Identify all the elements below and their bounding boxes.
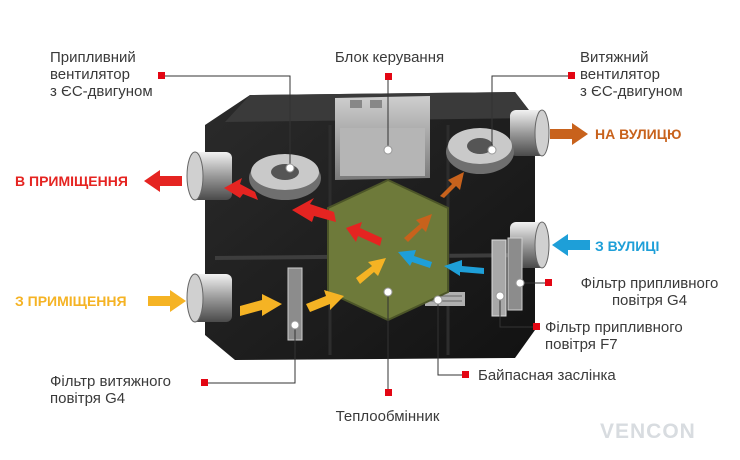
direction-to-street: НА ВУЛИЦЮ [595, 126, 682, 142]
spigot-exhaust-out [510, 109, 550, 157]
exhaust-fan [446, 128, 514, 174]
label-supply-filter-g4: Фільтр припливного повітря G4 [580, 275, 719, 309]
label-control-unit: Блок керування [334, 49, 445, 66]
vencon-logo: VENCON [600, 420, 696, 443]
arrow-street-internal-2 [440, 172, 464, 198]
direction-from-room: З ПРИМІЩЕННЯ [15, 293, 127, 309]
arrow-to-street [550, 123, 588, 145]
markers [158, 72, 575, 396]
direction-to-room: В ПРИМІЩЕННЯ [15, 173, 128, 189]
label-heat-exchanger: Теплообмінник [335, 408, 440, 425]
arrow-to-room [144, 170, 182, 192]
arrow-supply-internal-3 [224, 178, 258, 200]
component-dots [285, 145, 525, 330]
spigot-supply-out [186, 151, 232, 201]
supply-filter-g4 [507, 237, 523, 311]
arrow-street-internal-1 [404, 214, 432, 242]
label-supply-fan: Припливний вентилятор з ЄС-двигуном [50, 49, 153, 100]
supply-filter-f7 [491, 239, 507, 317]
supply-fan [249, 154, 321, 200]
arrow-outdoor-internal-2 [398, 250, 432, 268]
arrow-room-internal-2 [306, 290, 344, 312]
label-exhaust-filter-g4: Фільтр витяжного повітря G4 [50, 373, 171, 407]
arrow-from-street [552, 234, 590, 256]
arrow-supply-internal-2 [346, 222, 382, 246]
label-bypass-damper: Байпасная заслінка [478, 367, 616, 384]
spigot-extract-in [186, 273, 232, 323]
label-exhaust-fan: Витяжний вентилятор з ЄС-двигуном [580, 49, 683, 100]
arrow-supply-internal-1 [292, 198, 336, 222]
leader-lines [162, 75, 572, 392]
arrow-outdoor-internal-1 [444, 260, 484, 276]
arrow-room-internal-3 [356, 258, 386, 284]
label-supply-filter-f7: Фільтр припливного повітря F7 [545, 319, 683, 353]
arrow-from-room [148, 290, 186, 312]
arrow-room-internal-1 [240, 294, 282, 316]
internal-arrows [224, 172, 484, 316]
direction-from-street: З ВУЛИЦІ [595, 238, 660, 254]
